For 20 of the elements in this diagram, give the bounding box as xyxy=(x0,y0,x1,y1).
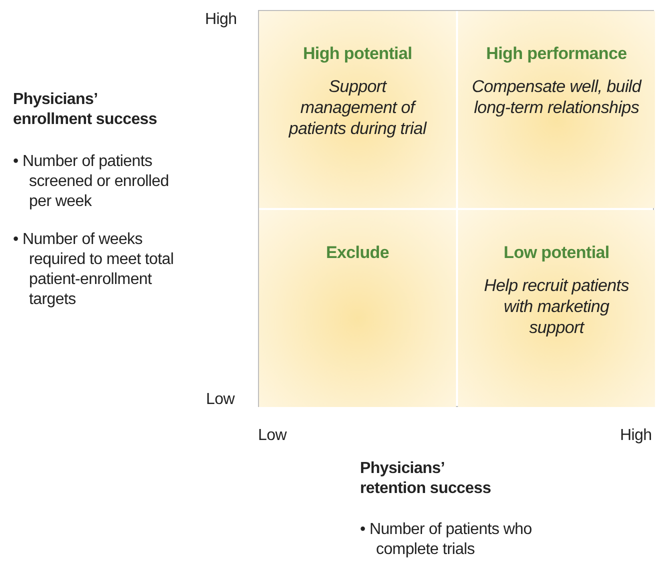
axis-tick-label: High xyxy=(205,10,237,30)
axis-tick-label: Low xyxy=(206,390,234,410)
quadrant-heading: Exclude xyxy=(326,243,390,263)
bullet-text: • Number of weeks required to meet total patient-enrollment targets xyxy=(13,230,175,310)
quadrant-panel xyxy=(259,11,456,208)
axis-tick-label: High xyxy=(620,426,652,446)
axis-tick-label: Low xyxy=(258,426,286,446)
quadrant-description: Compensate well, build long-term relationships xyxy=(472,76,642,118)
quadrant-description: Help recruit patients with marketing support xyxy=(483,275,630,338)
quadrant-panel xyxy=(259,210,456,407)
bullet-text: • Number of patients screened or enrolled per week xyxy=(13,152,170,212)
quadrant-heading: Low potential xyxy=(504,243,610,263)
quadrant-heading: High performance xyxy=(486,44,627,64)
quadrant-panel xyxy=(458,210,655,407)
quadrant-description: Support management of patients during trial xyxy=(288,76,428,139)
quadrant-panel xyxy=(458,11,655,208)
axis-title: Physicians’ retention success xyxy=(360,459,492,499)
axis-title: Physicians’ enrollment success xyxy=(13,90,158,130)
quadrant-heading: High potential xyxy=(302,44,412,64)
bullet-text: • Number of patients who complete trials xyxy=(360,520,533,560)
